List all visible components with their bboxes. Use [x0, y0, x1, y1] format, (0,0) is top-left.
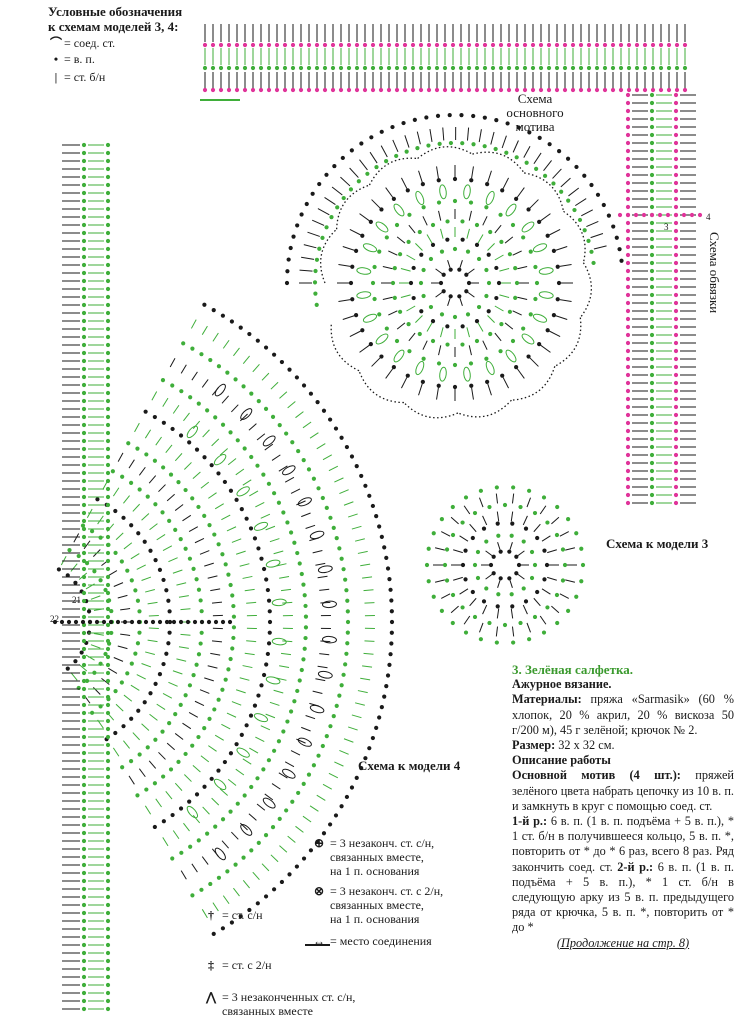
legend-line: = 3 незаконч. ст. с 2/н, [330, 884, 443, 898]
legend-label: = ст. б/н [64, 70, 105, 84]
legend-line: = 3 незаконченных ст. с/н, [222, 990, 355, 1004]
model4-caption: Схема к модели 4 [358, 758, 460, 774]
join-arrow-icon: ↔ [308, 934, 330, 948]
work-heading: Описание работы [512, 753, 734, 768]
legend-title-line2: к схемам моделей 3, 4: [48, 19, 182, 34]
article-subtitle: Ажурное вязание. [512, 677, 734, 692]
motif-paragraph: Основной мотив (4 шт.): пряжей зелёного … [512, 768, 734, 814]
treble-crochet-icon: ‡ [200, 958, 222, 972]
symbol-legend-join: ↔= место соединения [308, 934, 432, 948]
legend-line: = ст. с/н [222, 908, 263, 922]
chain-dot-icon: • [48, 52, 64, 66]
symbol-legend-dc: †= ст. с/н [200, 908, 263, 922]
caption-line: основного [500, 106, 570, 120]
size-paragraph: Размер: 32 х 32 см. [512, 738, 734, 753]
article-text: 3. Зелёная салфетка. Ажурное вязание. Ма… [512, 662, 734, 951]
edging-caption: Схема обвязки [706, 232, 722, 313]
caption-line: мотива [500, 120, 570, 134]
legend-item-slip-stitch: ⌒= соед. ст. [48, 36, 115, 50]
row1-paragraph: 1-й р.: 6 в. п. (1 в. п. подъёма + 5 в. … [512, 814, 734, 936]
materials-label: Материалы: [512, 692, 582, 706]
legend-line: связанных вместе, [330, 850, 424, 864]
row1-label: 1-й р.: [512, 814, 547, 828]
legend-line: = ст. с 2/н [222, 958, 272, 972]
materials-paragraph: Материалы: пряжа «Sarmasik» (60 % хлопок… [512, 692, 734, 738]
legend-title: Условные обозначения к схемам моделей 3,… [48, 4, 182, 34]
single-crochet-icon: | [48, 70, 64, 84]
symbol-legend-cluster3-dc: ⊕= 3 незаконч. ст. с/н, связанных вместе… [308, 836, 434, 878]
legend-item-chain: •= в. п. [48, 52, 95, 66]
caption-line: Схема [500, 92, 570, 106]
legend-item-single-crochet: |= ст. б/н [48, 70, 105, 84]
legend-line: на 1 п. основания [330, 912, 419, 926]
row-number-22: 22 [50, 614, 59, 624]
article-title: 3. Зелёная салфетка. [512, 662, 734, 677]
cluster-tr-icon: ⊗ [308, 884, 330, 898]
symbol-legend-tr: ‡= ст. с 2/н [200, 958, 272, 972]
motif-label: Основной мотив (4 шт.): [512, 768, 681, 782]
symbol-legend-cluster3: ⋀= 3 незаконченных ст. с/н, связанных вм… [200, 990, 355, 1018]
cluster-dc-icon: ⊕ [308, 836, 330, 850]
legend-line: = место соединения [330, 934, 432, 948]
symbol-legend-cluster3-tr: ⊗= 3 незаконч. ст. с 2/н, связанных вмес… [308, 884, 443, 926]
legend-line: = 3 незаконч. ст. с/н, [330, 836, 434, 850]
continued-note: (Продолжение на стр. 8) [512, 936, 734, 951]
double-crochet-icon: † [200, 908, 222, 922]
model3-caption: Схема к модели 3 [606, 536, 708, 552]
main-motif-caption: Схема основного мотива [500, 92, 570, 134]
legend-title-line1: Условные обозначения [48, 4, 182, 19]
row-number-3: 3 [664, 222, 669, 232]
row-number-21: 21 [72, 595, 81, 605]
legend-line: связанных вместе [222, 1004, 313, 1018]
row2-label: 2-й р.: [617, 860, 653, 874]
legend-label: = в. п. [64, 52, 95, 66]
slip-stitch-icon: ⌒ [48, 36, 64, 50]
legend-label: = соед. ст. [64, 36, 115, 50]
legend-line: на 1 п. основания [330, 864, 419, 878]
size-text: 32 х 32 см. [558, 738, 614, 752]
legend-line: связанных вместе, [330, 898, 424, 912]
row-number-4: 4 [706, 212, 711, 222]
cluster-icon: ⋀ [200, 990, 222, 1004]
size-label: Размер: [512, 738, 555, 752]
